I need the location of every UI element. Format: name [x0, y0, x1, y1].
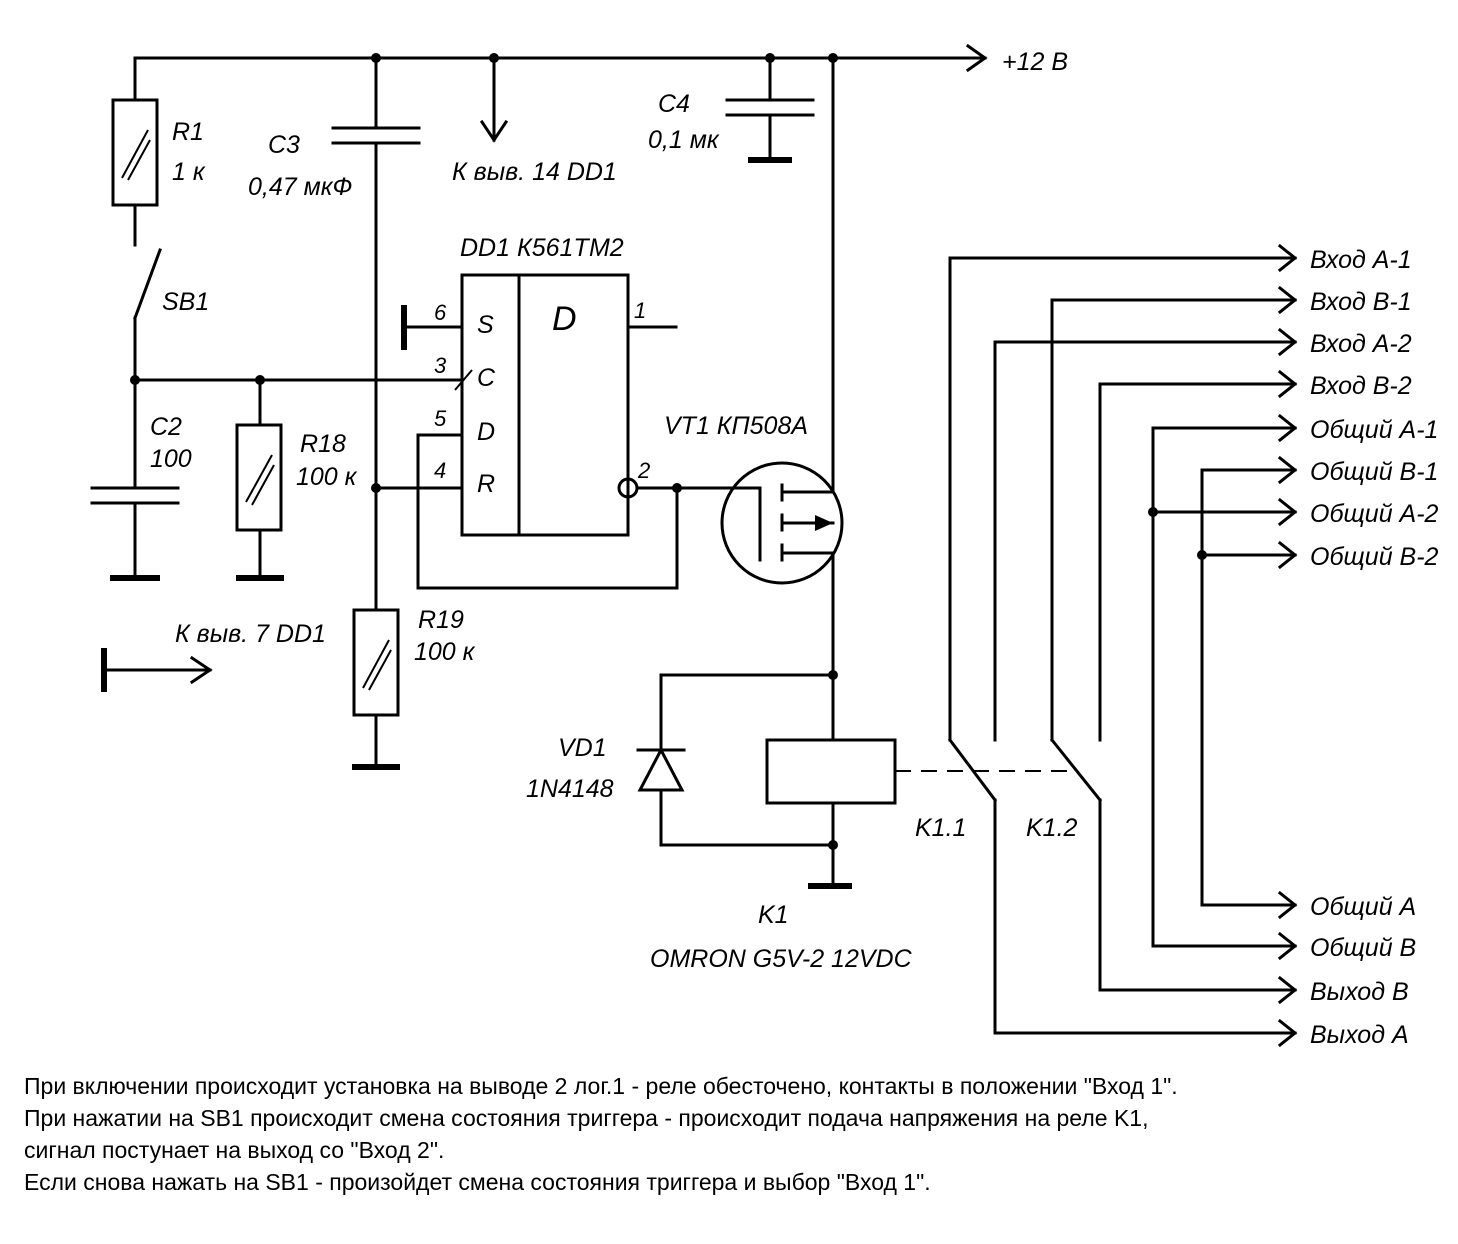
k1-2-ref: K1.2 — [1026, 814, 1078, 842]
supply-label: +12 В — [1002, 48, 1068, 76]
common-bus-a — [1197, 468, 1297, 907]
c4-ref: C4 — [658, 90, 690, 118]
io-label-in-a2: Вход А-2 — [1310, 330, 1412, 358]
k1-ref: K1 — [758, 901, 789, 929]
r18-value: 100 к — [296, 463, 358, 491]
vt1-label: VT1 КП508А — [664, 412, 808, 440]
resistor-r1 — [111, 56, 159, 247]
io-label-in-b2: Вход В-2 — [1310, 372, 1412, 400]
k1-value: OMRON G5V-2 12VDC — [650, 945, 913, 973]
io-label-out-a: Выход А — [1310, 1021, 1409, 1049]
io-arrowheads — [1277, 243, 1298, 1048]
pin-c-label: C — [477, 364, 496, 392]
relay-k1-coil — [765, 738, 1073, 889]
pin-5-number: 5 — [434, 406, 447, 431]
description-line: Если снова нажать на SB1 - произойдет см… — [24, 1169, 931, 1195]
resistor-r18 — [235, 378, 284, 581]
pin-s-label: S — [477, 311, 494, 339]
c2-ref: C2 — [150, 413, 182, 441]
capacitor-c3 — [331, 56, 421, 612]
io-label-com-b2: Общий В-2 — [1310, 543, 1439, 571]
pin-2-number: 2 — [637, 458, 650, 483]
pin-d-label: D — [477, 418, 495, 446]
r19-ref: R19 — [418, 606, 464, 634]
pin-4-number: 4 — [434, 458, 446, 483]
switch-sb1 — [133, 248, 162, 384]
pin7-note: К выв. 7 DD1 — [175, 620, 326, 648]
io-label-com-b: Общий В — [1310, 934, 1416, 962]
r1-ref: R1 — [172, 118, 204, 146]
pin-r-label: R — [477, 470, 495, 498]
capacitor-c4 — [725, 56, 815, 163]
description-line: сигнал постунает на выход со "Вход 2". — [24, 1137, 445, 1163]
pin7-arrow — [101, 648, 213, 692]
c3-ref: C3 — [268, 131, 300, 159]
resistor-r19 — [352, 608, 400, 770]
pin-6-number: 6 — [434, 300, 447, 325]
pin14-arrow — [479, 56, 509, 143]
c2-value: 100 — [150, 445, 192, 473]
pin-3-number: 3 — [434, 353, 447, 378]
relay-contact-k1-1 — [947, 256, 1297, 1035]
dd1-block-letter: D — [552, 300, 577, 338]
description-text: При включении происходит установка на вы… — [24, 1070, 1444, 1198]
k1-1-ref: K1.1 — [915, 814, 966, 842]
relay-contact-k1-2 — [1049, 298, 1297, 992]
c4-value: 0,1 мк — [648, 126, 720, 154]
clock-net — [130, 375, 464, 385]
io-label-com-a2: Общий А-2 — [1310, 500, 1439, 528]
pin-1-number: 1 — [634, 298, 646, 323]
pin14-note: К выв. 14 DD1 — [452, 158, 617, 186]
r19-value: 100 к — [414, 638, 476, 666]
vd1-value: 1N4148 — [526, 775, 614, 803]
ic-dd1 — [374, 273, 762, 590]
r18-ref: R18 — [300, 430, 346, 458]
common-bus-b — [1148, 426, 1297, 948]
capacitor-c2 — [90, 378, 180, 581]
r1-value: 1 к — [172, 158, 206, 186]
transistor-vt1 — [720, 56, 844, 742]
sb1-ref: SB1 — [162, 288, 209, 316]
io-label-out-b: Выход В — [1310, 978, 1409, 1006]
io-label-com-a: Общий А — [1310, 893, 1416, 921]
io-label-in-b1: Вход В-1 — [1310, 288, 1412, 316]
description-line: При включении происходит установка на вы… — [24, 1073, 1178, 1099]
description-line: При нажатии на SB1 происходит смена сост… — [24, 1105, 1149, 1131]
diode-vd1 — [636, 670, 838, 847]
vd1-ref: VD1 — [558, 734, 607, 762]
io-label-in-a1: Вход А-1 — [1310, 246, 1412, 274]
c3-value: 0,47 мкФ — [248, 173, 352, 201]
dd1-label: DD1 К561ТМ2 — [460, 234, 624, 262]
supply-rail — [133, 43, 988, 73]
io-label-com-a1: Общий А-1 — [1310, 416, 1438, 444]
io-label-com-b1: Общий В-1 — [1310, 458, 1438, 486]
